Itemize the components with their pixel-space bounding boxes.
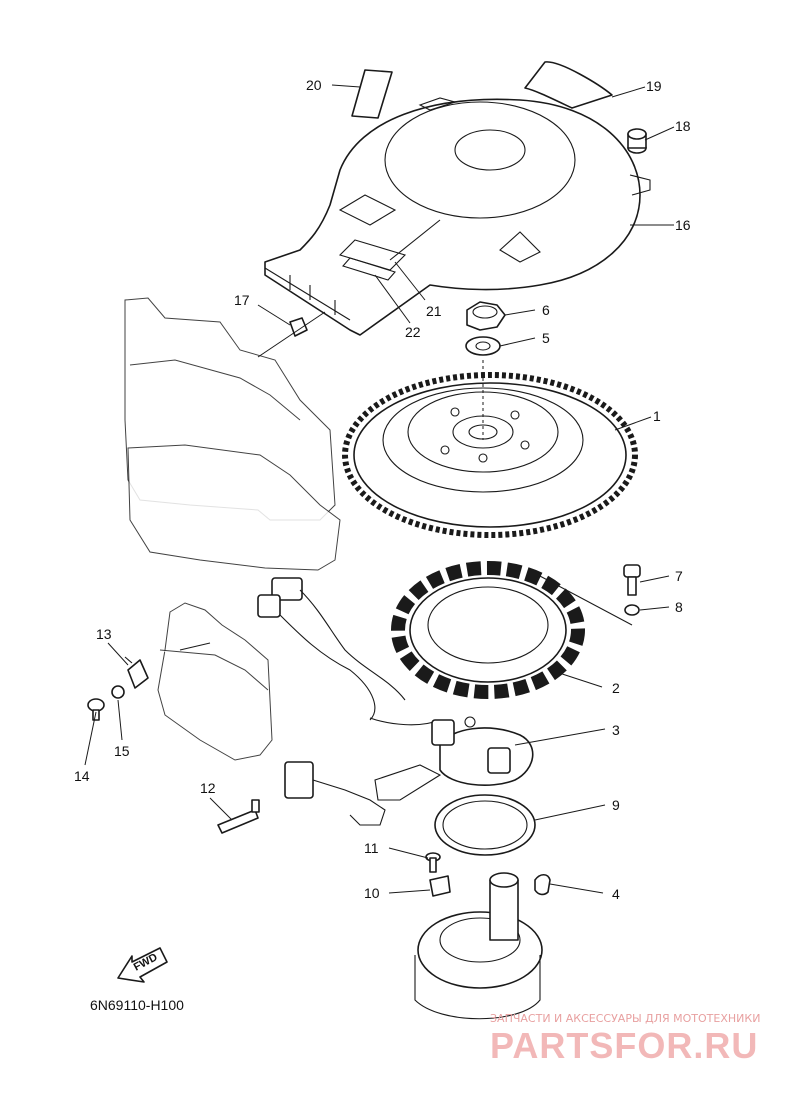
callout-15: 15 <box>114 743 130 759</box>
callout-11: 11 <box>364 840 379 856</box>
flywheel <box>342 372 638 538</box>
decal-20 <box>351 69 393 119</box>
key-4 <box>534 873 551 896</box>
washer-8 <box>624 604 640 616</box>
callout-1: 1 <box>653 408 661 424</box>
stator <box>391 561 585 699</box>
grommet-17 <box>289 317 308 337</box>
pulser-harness <box>284 761 386 826</box>
washer-15 <box>111 685 125 699</box>
callout-9: 9 <box>612 797 620 813</box>
nut-6 <box>466 301 506 331</box>
callout-14: 14 <box>74 768 90 784</box>
callout-19: 19 <box>646 78 662 94</box>
leader-lines <box>84 84 675 894</box>
watermark-brand: PARTSFOR.RU <box>490 1025 758 1066</box>
watermark: ЗАПЧАСТИ И АКСЕССУАРЫ ДЛЯ МОТОТЕХНИКИ PA… <box>490 1012 760 1066</box>
callout-10: 10 <box>364 885 380 901</box>
callout-3: 3 <box>612 722 620 738</box>
callout-21: 21 <box>426 303 442 319</box>
screw-11 <box>425 852 441 873</box>
decal-19 <box>524 61 613 109</box>
bracket-13 <box>124 656 149 689</box>
ring-9 <box>434 794 536 856</box>
callout-20: 20 <box>306 77 322 93</box>
bolt-14 <box>87 698 105 721</box>
diagram-code: 6N69110-H100 <box>90 997 184 1013</box>
clamp-10 <box>429 875 451 897</box>
watermark-tagline: ЗАПЧАСТИ И АКСЕССУАРЫ ДЛЯ МОТОТЕХНИКИ <box>490 1012 760 1025</box>
callout-17: 17 <box>234 292 250 308</box>
callout-12: 12 <box>200 780 216 796</box>
callout-7: 7 <box>675 568 683 584</box>
pin-12 <box>217 799 260 834</box>
callout-22: 22 <box>405 324 421 340</box>
callout-4: 4 <box>612 886 620 902</box>
decal-21-22 <box>338 239 407 281</box>
callout-16: 16 <box>675 217 691 233</box>
pulser-coil <box>374 716 534 801</box>
callout-5: 5 <box>542 330 550 346</box>
callout-labels: 1 2 3 4 5 6 7 8 9 10 11 12 13 14 15 16 1… <box>74 77 691 902</box>
fwd-arrow: FWD <box>117 947 168 983</box>
washer-5 <box>465 336 501 356</box>
flywheel-cover <box>264 97 651 336</box>
callout-6: 6 <box>542 302 550 318</box>
callout-18: 18 <box>675 118 691 134</box>
bolt-7 <box>623 564 641 596</box>
crankshaft-housing <box>414 872 543 1020</box>
callout-2: 2 <box>612 680 620 696</box>
grommet-18 <box>627 128 647 154</box>
stator-harness <box>257 577 441 726</box>
engine-block-outline <box>124 297 341 761</box>
callout-13: 13 <box>96 626 112 642</box>
callout-8: 8 <box>675 599 683 615</box>
